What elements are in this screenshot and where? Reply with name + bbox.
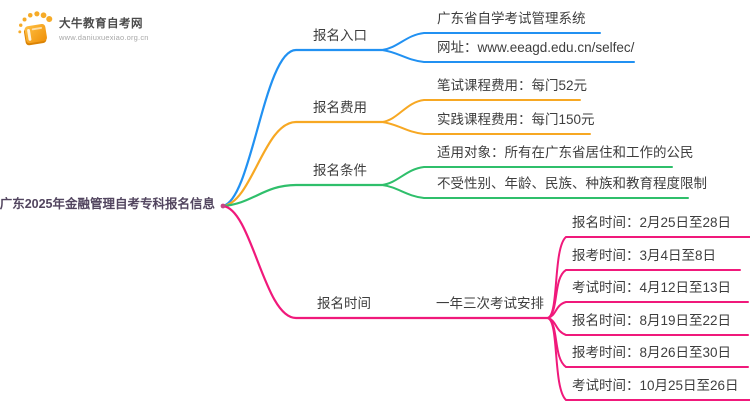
branch-curve-condition xyxy=(221,183,384,208)
branch-label-time: 报名时间 xyxy=(317,296,371,311)
leaf-time-register-2: 报名时间：8月19日至22日 xyxy=(572,313,732,328)
leaf-entry-url: 网址：www.eeagd.edu.cn/selfec/ xyxy=(437,40,635,55)
leaf-time-register-1: 报名时间：2月25日至28日 xyxy=(572,215,732,230)
subnode-exam-schedule: 一年三次考试安排 xyxy=(436,296,544,311)
branch-label-condition: 报名条件 xyxy=(313,163,367,178)
leaf-fee-practical: 实践课程费用：每门150元 xyxy=(437,112,595,127)
child-curve-condition-2 xyxy=(381,184,689,199)
child-curve-fee-1 xyxy=(381,99,581,123)
logo-text: 大牛教育自考网 www.daniuxuexiao.org.cn xyxy=(59,17,149,42)
child-curve-entry-2 xyxy=(381,49,635,63)
branch-label-entry: 报名入口 xyxy=(313,28,367,43)
site-name: 大牛教育自考网 xyxy=(59,17,143,30)
site-url: www.daniuxuexiao.org.cn xyxy=(59,32,149,42)
center-junction-dot xyxy=(220,203,226,209)
mindmap-central-topic: 广东2025年金融管理自考专科报名信息 xyxy=(0,197,215,211)
leaf-time-exam-2: 考试时间：10月25日至26日 xyxy=(572,378,739,393)
branch-curve-time xyxy=(221,204,550,320)
child-curve-entry-1 xyxy=(381,32,601,51)
child-curve-condition-1 xyxy=(381,166,673,186)
leaf-entry-system: 广东省自学考试管理系统 xyxy=(437,11,586,26)
child-curve-fee-2 xyxy=(381,121,591,135)
site-logo: 大牛教育自考网 www.daniuxuexiao.org.cn xyxy=(16,10,149,48)
child-curve-time-2 xyxy=(547,269,741,319)
branch-curve-fee xyxy=(221,120,384,208)
leaf-time-apply-2: 报考时间：8月26日至30日 xyxy=(572,345,732,360)
leaf-fee-written: 笔试课程费用：每门52元 xyxy=(437,78,588,93)
branch-curve-entry xyxy=(221,48,384,208)
branch-label-fee: 报名费用 xyxy=(313,100,367,115)
child-curve-time-6 xyxy=(547,317,750,401)
leaf-time-apply-1: 报考时间：3月4日至8日 xyxy=(572,248,717,263)
leaf-time-exam-1: 考试时间：4月12日至13日 xyxy=(572,280,732,295)
logo-book-icon xyxy=(18,11,53,46)
leaf-condition-restriction: 不受性别、年龄、民族、种族和教育程度限制 xyxy=(437,176,707,191)
child-curve-time-3 xyxy=(547,301,749,319)
leaf-condition-target: 适用对象：所有在广东省居住和工作的公民 xyxy=(437,145,694,160)
